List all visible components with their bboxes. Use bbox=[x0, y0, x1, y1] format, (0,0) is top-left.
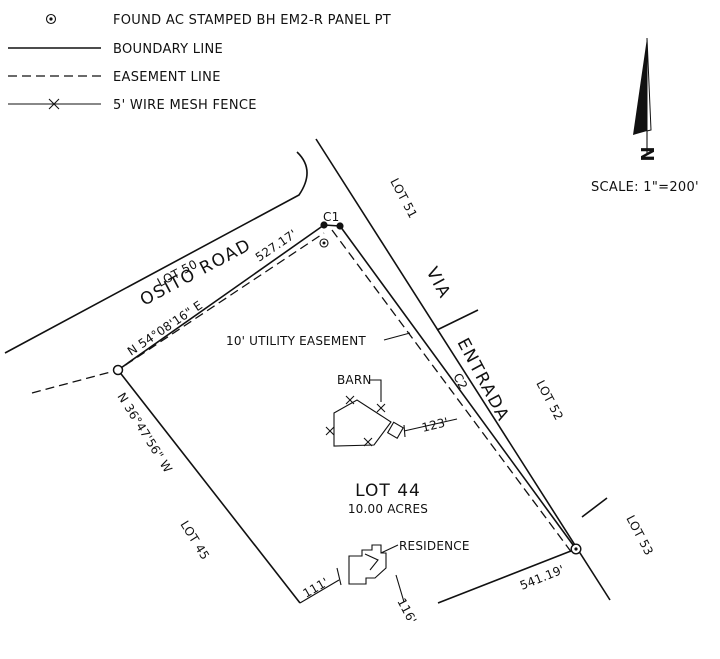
corner-point-c1-start bbox=[320, 221, 328, 229]
scale-label: SCALE: 1"=200' bbox=[591, 180, 699, 195]
legend: FOUND AC STAMPED BH EM2-R PANEL PT BOUND… bbox=[8, 13, 391, 113]
lot-44-area-label: 10.00 ACRES bbox=[348, 502, 428, 516]
corner-point-west bbox=[112, 364, 124, 376]
residence-south-offset-label: 116' bbox=[394, 596, 419, 626]
north-arrow-icon bbox=[633, 37, 652, 155]
legend-easement-line-label: EASEMENT LINE bbox=[113, 70, 221, 85]
north-arrow-label: N bbox=[638, 146, 659, 161]
lot-52-label: LOT 52 bbox=[533, 378, 566, 423]
south-line-distance-label: 541.19' bbox=[518, 562, 567, 592]
residence-structure bbox=[348, 544, 399, 585]
dimension-lines bbox=[299, 418, 458, 604]
residence-west-offset-label: 111' bbox=[301, 575, 331, 601]
fence-symbol-icon bbox=[8, 98, 101, 110]
barn-label: BARN bbox=[337, 373, 372, 387]
legend-boundary-line-label: BOUNDARY LINE bbox=[113, 42, 223, 57]
barn-offset-label: 123' bbox=[420, 415, 450, 435]
curve-c1-label: C1 bbox=[323, 210, 339, 224]
curve-c2-label: C2 bbox=[450, 371, 470, 392]
legend-found-monument-label: FOUND AC STAMPED BH EM2-R PANEL PT bbox=[113, 13, 391, 28]
found-monument-symbol-icon bbox=[45, 13, 57, 25]
residence-label: RESIDENCE bbox=[399, 539, 470, 553]
north-line-bearing-label: N 54°08'16" E bbox=[125, 298, 205, 358]
legend-fence-label: 5' WIRE MESH FENCE bbox=[113, 98, 257, 113]
lot-44-boundary bbox=[117, 224, 577, 604]
utility-easement-leader bbox=[383, 332, 411, 341]
fence-marks bbox=[325, 395, 386, 447]
via-label: VIA bbox=[422, 264, 455, 302]
corner-monuments bbox=[112, 221, 582, 555]
found-monument-southeast-icon bbox=[570, 543, 582, 555]
lot-45-label: LOT 45 bbox=[177, 518, 212, 562]
found-monument-icon bbox=[319, 238, 329, 248]
lot-53-label: LOT 53 bbox=[623, 513, 656, 558]
lot-51-label: LOT 51 bbox=[387, 176, 420, 221]
utility-easement-label: 10' UTILITY EASEMENT bbox=[226, 334, 366, 348]
corner-point-c1-end bbox=[336, 222, 344, 230]
lot-44-name-label: LOT 44 bbox=[355, 481, 421, 501]
road-right-of-way-lines bbox=[4, 138, 611, 601]
barn-structure bbox=[325, 379, 404, 447]
